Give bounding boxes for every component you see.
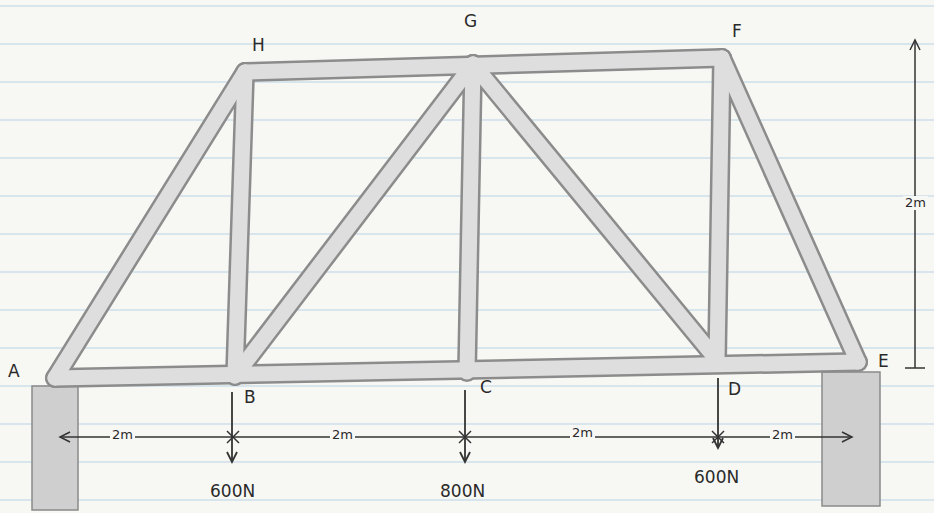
paper-ruling <box>0 6 934 500</box>
joint-letter: D <box>728 380 741 399</box>
joint-letter: H <box>252 36 265 55</box>
dimension-text: 2m <box>770 428 795 442</box>
load-value: 600N <box>694 468 739 487</box>
dimension-text: 2m <box>903 196 928 210</box>
load-arrows <box>227 378 723 462</box>
joint-letter: C <box>480 378 492 397</box>
joint-letter: G <box>464 12 477 31</box>
joint-letter: A <box>8 362 20 381</box>
dimension-lines <box>60 40 925 443</box>
joint-letter: F <box>732 22 742 41</box>
joint-letter: E <box>878 352 889 371</box>
load-value: 800N <box>440 482 485 501</box>
load-value: 600N <box>210 482 255 501</box>
support-piers <box>32 372 880 510</box>
joint-letter: B <box>244 388 256 407</box>
dimension-text: 2m <box>330 428 355 442</box>
dimension-text: 2m <box>570 426 595 440</box>
dimension-text: 2m <box>110 428 135 442</box>
truss-members <box>55 58 858 378</box>
